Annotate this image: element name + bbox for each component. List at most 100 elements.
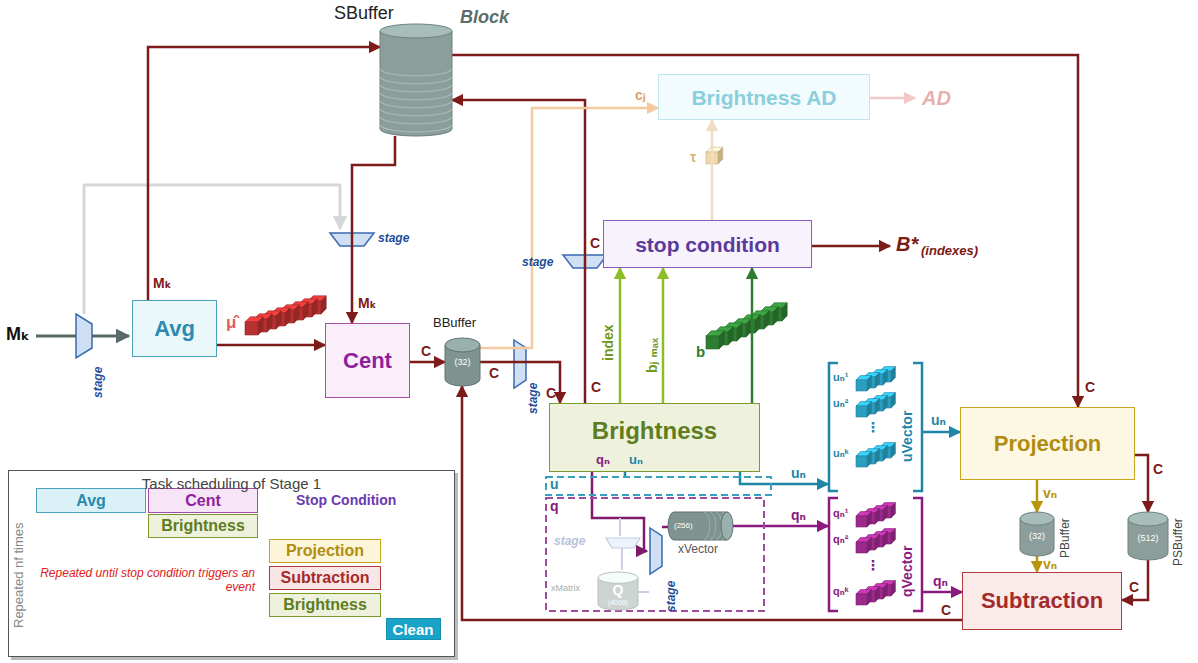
bracket-outline bbox=[829, 363, 922, 491]
connector-label: uₙ bbox=[930, 413, 947, 427]
annotation-label: C bbox=[590, 236, 600, 250]
task-box: Cent bbox=[148, 488, 258, 513]
vector-cube bbox=[891, 367, 895, 382]
connector bbox=[733, 525, 828, 528]
process-box: Subtraction bbox=[962, 572, 1122, 630]
connector-label: vₙ bbox=[1042, 486, 1058, 500]
vector-cube bbox=[728, 327, 733, 345]
buffer-cylinder: SBufferBlock bbox=[380, 24, 452, 136]
vector-cube bbox=[258, 317, 263, 335]
vector-cube bbox=[312, 299, 317, 317]
node-label: u bbox=[550, 477, 559, 491]
vector-cube bbox=[883, 584, 887, 599]
box-label: Subtraction bbox=[981, 590, 1103, 612]
node-label: uVector bbox=[900, 411, 914, 462]
node-label: PSBuffer bbox=[1172, 518, 1184, 566]
vector-cube bbox=[875, 509, 879, 524]
annotation-label: stage bbox=[378, 232, 409, 244]
vector-cylinder: (256)xVector bbox=[668, 512, 733, 540]
output-arrow bbox=[812, 245, 890, 248]
node-label: (4096) bbox=[598, 599, 638, 606]
q-wire bbox=[662, 526, 668, 529]
box-label: Cent bbox=[343, 350, 392, 372]
process-box: Avg bbox=[132, 300, 217, 357]
vector-cube bbox=[856, 456, 867, 467]
connector-label: Mₖ bbox=[357, 296, 377, 310]
dashed-outline bbox=[546, 498, 764, 611]
node-label: SBuffer bbox=[334, 4, 394, 22]
process-box: Cent bbox=[325, 323, 410, 398]
node-label: (512) bbox=[1128, 534, 1168, 543]
annotation-label: C bbox=[546, 386, 556, 400]
shape-outline bbox=[545, 497, 765, 612]
vector-cube bbox=[875, 449, 879, 464]
connector bbox=[619, 268, 622, 403]
box-label: Brightness bbox=[592, 419, 717, 443]
task-box: Clean bbox=[386, 618, 441, 640]
annotation-label: uₙ bbox=[629, 453, 643, 466]
task-box: Avg bbox=[36, 488, 146, 513]
vector-cube bbox=[755, 315, 760, 333]
input-wire bbox=[92, 335, 129, 338]
vector-cube bbox=[856, 406, 867, 417]
box-label: Avg bbox=[76, 493, 106, 509]
vector-cube bbox=[706, 336, 719, 349]
connector-label: qₙ bbox=[932, 574, 949, 588]
vector-cube bbox=[867, 512, 871, 527]
node-label: Task scheduling of Stage 1 bbox=[9, 476, 454, 491]
connector-label: index bbox=[601, 323, 615, 362]
task-box: Brightness bbox=[148, 514, 258, 538]
connector bbox=[352, 136, 395, 323]
vector-cube bbox=[764, 311, 769, 329]
vector-cube bbox=[782, 303, 787, 321]
dashed-outline bbox=[546, 477, 771, 495]
disk-stripe bbox=[380, 117, 452, 124]
vector-cube bbox=[867, 452, 871, 467]
vector-cube bbox=[867, 376, 871, 391]
vector-cube bbox=[856, 516, 867, 527]
vector-cube bbox=[321, 296, 326, 314]
connector-label: C bbox=[488, 366, 500, 380]
vector-cube bbox=[276, 311, 281, 329]
connector bbox=[923, 591, 962, 594]
task-box: Brightness bbox=[269, 593, 381, 617]
annotation-label: AD bbox=[922, 88, 951, 108]
connector bbox=[1122, 560, 1148, 600]
process-box: stop condition bbox=[603, 220, 812, 268]
connector-label: bⱼ ₘₐₓ bbox=[645, 337, 659, 374]
connector bbox=[148, 47, 380, 300]
connector-label: uₙ bbox=[790, 466, 807, 480]
annotation-label: Mₖ bbox=[6, 325, 30, 343]
process-box: Brightness AD bbox=[658, 74, 870, 120]
node-label: BBuffer bbox=[433, 316, 476, 329]
connector bbox=[751, 268, 754, 403]
connector-label: C bbox=[1084, 380, 1096, 394]
cylinder-top bbox=[1020, 512, 1054, 525]
connector bbox=[452, 55, 1078, 407]
connector-label: Mₖ bbox=[152, 276, 172, 290]
connector-label: vₙ bbox=[1042, 557, 1058, 571]
process-box: Projection bbox=[960, 407, 1135, 480]
node-label: Q bbox=[598, 583, 638, 597]
box-label: Brightness AD bbox=[691, 87, 836, 108]
annotation-label: B* bbox=[896, 234, 918, 254]
cylinder-top bbox=[598, 572, 638, 583]
box-label: Clean bbox=[393, 622, 434, 637]
disk-stripe bbox=[380, 109, 452, 116]
annotation-label: Repeated nf times bbox=[12, 522, 25, 628]
connector bbox=[1135, 455, 1148, 512]
annotation-label: τ bbox=[690, 150, 696, 164]
vector-cube bbox=[891, 443, 895, 458]
connector-label: C bbox=[1128, 580, 1140, 594]
vector-cube bbox=[856, 542, 867, 553]
buffer-cylinder: PSBuffer(512) bbox=[1128, 512, 1168, 560]
q-wire bbox=[592, 472, 647, 551]
connector-label: C bbox=[940, 603, 952, 617]
vector-cube bbox=[875, 535, 879, 550]
disk-stripe bbox=[380, 125, 452, 132]
connector-label: cⱼ bbox=[634, 88, 647, 102]
connector bbox=[217, 344, 325, 347]
disk-stripe bbox=[380, 85, 452, 92]
vector-cube bbox=[875, 373, 879, 388]
connector bbox=[410, 361, 445, 364]
